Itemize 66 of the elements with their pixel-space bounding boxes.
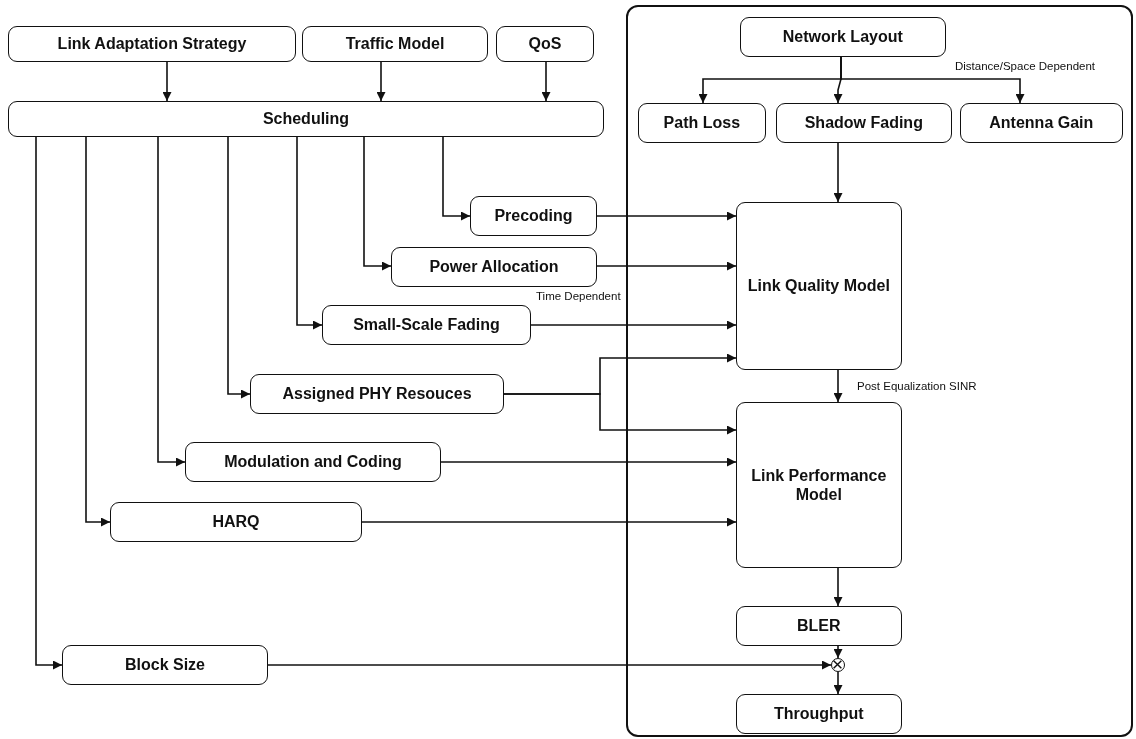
box-label: Link Adaptation Strategy (57, 34, 247, 54)
box-label: Precoding (494, 206, 573, 226)
arrow (596, 211, 737, 221)
process-box (959, 102, 1123, 143)
arrow (363, 136, 392, 271)
arrow (442, 136, 471, 221)
arrow (833, 567, 843, 607)
arrow (157, 136, 186, 467)
process-box (62, 645, 268, 685)
arrow (296, 136, 323, 330)
box-label: QoS (528, 34, 562, 54)
multiply-circle (830, 657, 845, 672)
process-box (735, 201, 902, 370)
arrow (440, 457, 737, 467)
process-box (739, 16, 946, 57)
arrow (162, 61, 172, 102)
box-label: Path Loss (663, 113, 741, 133)
arrow (35, 136, 63, 670)
process-box (735, 401, 902, 568)
box-label: Throughput (773, 704, 864, 724)
box-label: Link Performance Model (750, 465, 888, 504)
process-box (735, 605, 902, 646)
process-box (110, 502, 362, 542)
process-box (185, 442, 441, 482)
box-label: Link Quality Model (747, 276, 890, 296)
box-label: Antenna Gain (989, 113, 1094, 133)
annotation-text: Post Equalization SINR (857, 380, 977, 392)
box-label: Assigned PHY Resouces (282, 384, 472, 404)
arrow (361, 517, 737, 527)
group-frame (626, 5, 1133, 737)
arrow (376, 61, 386, 102)
box-label: Block Size (125, 655, 205, 675)
box-label: Modulation and Coding (224, 452, 402, 472)
process-box (302, 26, 488, 62)
box-label: BLER (797, 616, 841, 636)
process-box (391, 247, 597, 287)
arrow (833, 142, 843, 203)
arrow (227, 136, 251, 399)
annotation-text: Time Dependent (536, 290, 621, 302)
box-label: Power Allocation (429, 257, 559, 277)
process-box (470, 196, 597, 236)
box-label: HARQ (212, 512, 260, 532)
box-label: Shadow Fading (804, 113, 923, 133)
arrow (833, 645, 843, 659)
annotation-text: Distance/Space Dependent (955, 60, 1095, 72)
arrow (596, 261, 737, 271)
box-label: Small-Scale Fading (353, 315, 500, 335)
arrow (840, 56, 1025, 104)
process-box (8, 26, 296, 62)
arrow (267, 660, 832, 670)
process-box (8, 101, 604, 137)
arrow (541, 61, 551, 102)
process-box (637, 102, 766, 143)
arrow (530, 320, 737, 330)
arrow (833, 369, 843, 403)
process-box (496, 26, 594, 62)
arrow (85, 136, 111, 527)
process-box (775, 102, 952, 143)
box-label: Network Layout (782, 27, 903, 47)
process-box (250, 374, 504, 414)
box-label: Scheduling (262, 109, 350, 129)
process-box (322, 305, 531, 345)
process-box (735, 693, 902, 734)
box-label: Traffic Model (345, 34, 445, 54)
arrow (503, 393, 737, 435)
arrow (833, 671, 843, 695)
